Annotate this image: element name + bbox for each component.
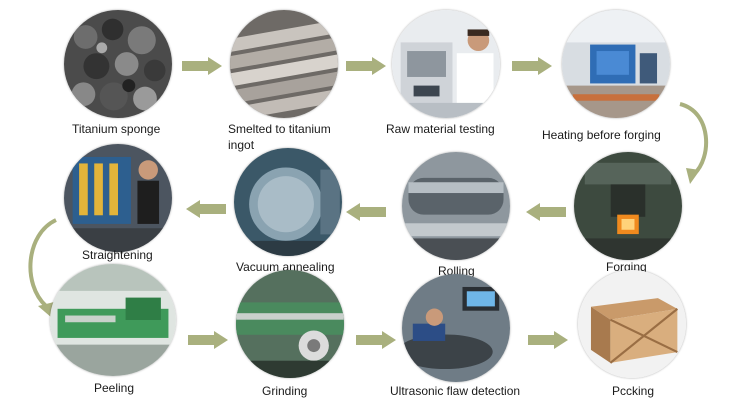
arrow-left-icon [526,203,566,221]
rolling-photo [402,152,510,260]
curved-arrow-icon [672,98,712,188]
grinding-machine-photo [236,270,344,378]
arrow-right-icon [356,331,396,349]
arrow-right-icon [188,331,228,349]
ultrasonic-detection-photo [402,274,510,382]
arrow-right-icon [182,57,222,75]
arrow-right-icon [528,331,568,349]
raw-material-testing-photo [392,10,500,118]
step-label-line2: ingot [228,138,255,152]
arrow-right-icon [512,57,552,75]
step-label: Peeling [94,381,135,395]
arrow-right-icon [346,57,386,75]
step-label: Titanium sponge [72,122,161,136]
titanium-sponge-photo [64,10,172,118]
peeling-machine-photo [50,264,176,376]
step-label: Vacuum annealing [236,260,335,274]
step-label-line1: Smelted to titanium [228,122,331,136]
step-label: Pccking [612,384,655,398]
forging-photo [574,152,682,260]
step-label: Ultrasonic flaw detection [390,384,521,398]
vacuum-furnace-photo [234,148,342,256]
step-label: Straightening [82,248,153,262]
wooden-crate-photo [578,270,686,378]
step-label: Raw material testing [386,122,495,136]
straightening-photo [64,144,172,252]
heating-furnace-photo [562,10,670,118]
arrow-left-icon [346,203,386,221]
titanium-ingot-photo [230,10,338,118]
step-label: Heating before forging [542,128,661,142]
arrow-left-icon [186,200,226,218]
step-label: Grinding [262,384,308,398]
